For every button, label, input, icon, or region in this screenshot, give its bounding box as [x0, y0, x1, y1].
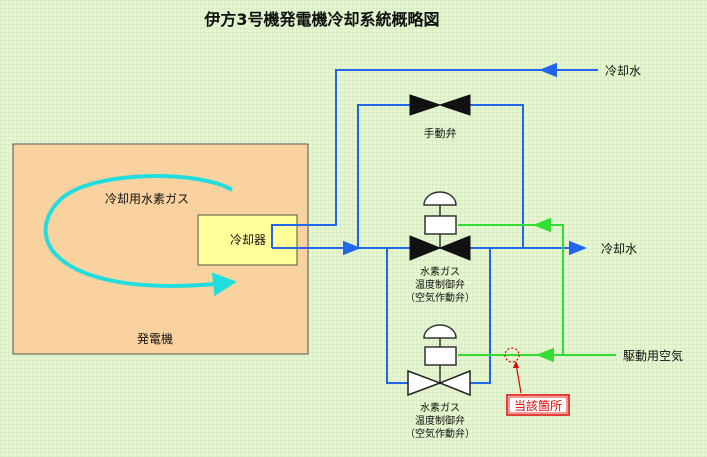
cooling-water-out-label: 冷却水 — [601, 242, 637, 256]
upper-valve-label-2: 温度制御弁 — [415, 278, 465, 291]
affected-location-marker: 当該箇所 — [504, 347, 570, 416]
upper-valve-label-1: 水素ガス — [420, 265, 460, 278]
air-flow-arrows — [533, 217, 554, 363]
upper-valve-label-3: （空気作動弁） — [405, 291, 475, 304]
lower-valve-label-2: 温度制御弁 — [415, 414, 465, 427]
valve-closed-icon — [409, 235, 442, 261]
cooler: 冷却器 — [197, 214, 298, 266]
drive-air-lines — [458, 224, 616, 356]
lower-valve-label-1: 水素ガス — [420, 401, 460, 414]
actuator-icon — [423, 191, 457, 206]
valve-open-icon — [407, 369, 443, 397]
cooling-water-in-label: 冷却水 — [605, 64, 641, 78]
affected-location-label: 当該箇所 — [514, 398, 562, 413]
manual-valve-label: 手動弁 — [424, 126, 457, 140]
generator-label: 発電機 — [137, 331, 173, 346]
lower-temp-control-valve: 水素ガス 温度制御弁 （空気作動弁） — [405, 324, 475, 440]
lower-valve-label-3: （空気作動弁） — [405, 427, 475, 440]
cooler-label: 冷却器 — [230, 233, 266, 247]
upper-temp-control-valve: 水素ガス 温度制御弁 （空気作動弁） — [405, 191, 475, 304]
drive-air-label: 駆動用空気 — [623, 348, 683, 363]
diagram-title: 伊方3号機発電機冷却系統概略図 — [203, 10, 439, 29]
hydrogen-gas-label: 冷却用水素ガス — [105, 192, 189, 206]
hydrogen-flow-arrow: 冷却用水素ガス — [43, 174, 237, 297]
water-flow-arrows — [343, 62, 587, 256]
dashed-circle-icon — [504, 347, 520, 363]
manual-valve: 手動弁 — [409, 94, 471, 140]
actuator-icon — [423, 324, 457, 339]
